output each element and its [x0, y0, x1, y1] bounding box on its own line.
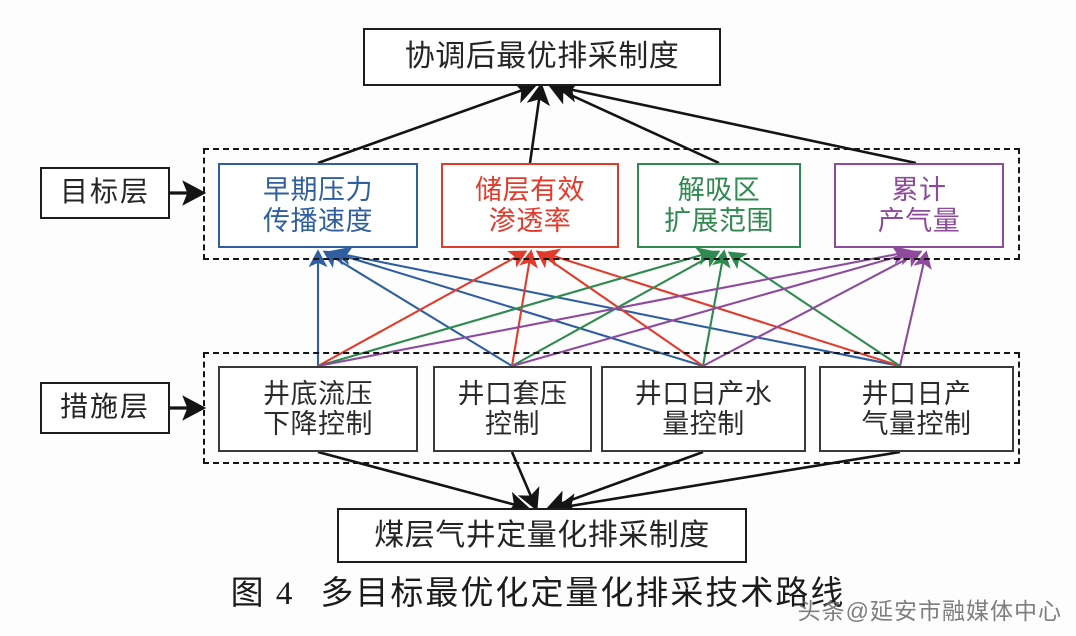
measure-node-line1: 井口日产 — [861, 378, 972, 409]
target-node-line1: 储层有效 — [475, 175, 585, 206]
target-node-desorption-zone-extent[interactable]: 解吸区 扩展范围 — [637, 163, 801, 248]
measure-node-line1: 井底流压 — [263, 378, 373, 409]
target-node-line1: 解吸区 — [677, 175, 761, 206]
measure-node-line2: 气量控制 — [861, 409, 972, 439]
target-layer-group — [203, 148, 1020, 260]
root-node-label: 协调后最优排采制度 — [404, 40, 680, 74]
measure-node-line2: 下降控制 — [263, 409, 373, 439]
measure-node-line1: 井口日产水 — [634, 378, 773, 409]
edges-blue — [308, 246, 901, 368]
target-node-line1: 早期压力 — [263, 175, 373, 206]
measure-node-line2: 控制 — [485, 409, 540, 439]
measure-node-wellhead-casing-pressure-control[interactable]: 井口套压 控制 — [433, 366, 592, 452]
target-node-line2: 扩展范围 — [664, 205, 774, 236]
layer-tag-measure-label: 措施层 — [59, 392, 150, 424]
root-node[interactable]: 协调后最优排采制度 — [363, 28, 721, 86]
edges-green — [317, 247, 901, 368]
bottom-node[interactable]: 煤层气井定量化排采制度 — [337, 508, 747, 563]
watermark: 头条@延安市融媒体中心 — [797, 598, 1062, 624]
measure-node-bottomhole-flowing-pressure-decline-control[interactable]: 井底流压 下降控制 — [218, 366, 418, 452]
measure-layer-group — [203, 352, 1020, 464]
figure-number: 图 4 — [230, 576, 295, 612]
measure-node-wellhead-daily-water-production-control[interactable]: 井口日产水 量控制 — [601, 366, 806, 452]
layer-tag-target-label: 目标层 — [59, 177, 150, 209]
target-node-line1: 累计 — [891, 175, 947, 206]
target-node-line2: 传播速度 — [263, 205, 373, 236]
target-node-line2: 渗透率 — [488, 205, 572, 236]
measure-node-line2: 量控制 — [662, 409, 745, 439]
measure-node-wellhead-daily-gas-production-control[interactable]: 井口日产 气量控制 — [819, 366, 1014, 452]
measure-node-line1: 井口套压 — [457, 378, 568, 409]
bottom-node-label: 煤层气井定量化排采制度 — [374, 518, 710, 552]
figure-caption: 图 4 多目标最优化定量化排采技术路线 — [0, 566, 1076, 614]
target-node-reservoir-effective-permeability[interactable]: 储层有效 渗透率 — [441, 163, 619, 248]
layer-tag-measure[interactable]: 措施层 — [40, 382, 170, 434]
figure-caption-text: 多目标最优化定量化排采技术路线 — [320, 576, 846, 612]
target-node-line2: 产气量 — [877, 205, 961, 236]
target-node-cumulative-gas-production[interactable]: 累计 产气量 — [834, 163, 1004, 248]
edges-purple — [317, 245, 932, 368]
edges-red — [317, 248, 901, 368]
layer-tag-target[interactable]: 目标层 — [40, 167, 170, 219]
target-node-early-pressure-propagation-speed[interactable]: 早期压力 传播速度 — [218, 163, 418, 248]
